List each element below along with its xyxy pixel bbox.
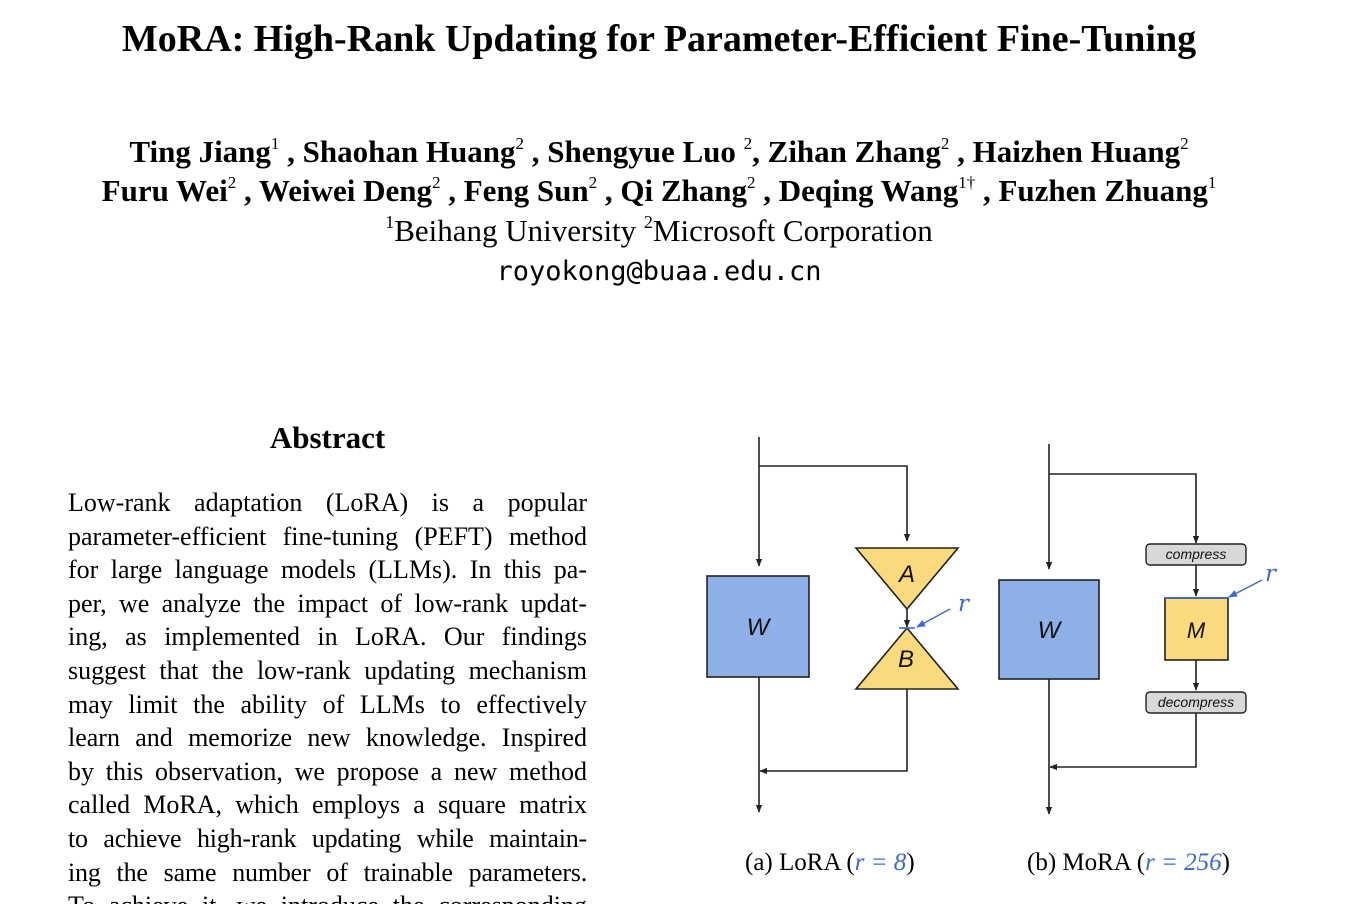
lora-branch-line bbox=[759, 465, 911, 542]
mora-m-label: M bbox=[1187, 618, 1206, 643]
author-affiliation-marker: 2 bbox=[515, 134, 524, 153]
author-affiliation-marker: 1 bbox=[270, 134, 280, 153]
abstract-line: learn and memorize new knowledge. Inspir… bbox=[68, 723, 587, 753]
abstract-line: ing, as implemented in LoRA. Our finding… bbox=[68, 622, 587, 652]
contact-email: royokong@buaa.edu.cn bbox=[496, 256, 822, 287]
mora-rank-label: r bbox=[1265, 561, 1278, 587]
author-name: Deqing Wang bbox=[778, 173, 959, 208]
caption-lora: (a) LoRA (r = 8) bbox=[745, 846, 915, 880]
lora-a-matrix bbox=[854, 547, 960, 611]
abstract-line: parameter-efficient fine-tuning (PEFT) m… bbox=[68, 521, 587, 551]
mora-branch-line bbox=[1049, 473, 1200, 544]
abstract-line: for large language models (LLMs). In thi… bbox=[68, 555, 587, 585]
mora-m-matrix bbox=[1164, 597, 1229, 661]
author-name: Weiwei Deng bbox=[258, 173, 432, 208]
lora-diagram: W A B r bbox=[706, 437, 971, 813]
author-separator: , bbox=[975, 173, 999, 208]
author-separator: , bbox=[752, 134, 768, 169]
lora-rank-label: r bbox=[958, 591, 971, 617]
author-name: Feng Sun bbox=[463, 173, 589, 208]
caption-lora-rank: r = 8 bbox=[854, 849, 907, 876]
mora-rank-pointer bbox=[1228, 579, 1263, 598]
abstract-line: ing the same number of trainable paramet… bbox=[68, 857, 587, 887]
author-separator: , bbox=[949, 134, 973, 169]
abstract-line: suggest that the low-rank updating mecha… bbox=[68, 655, 587, 685]
author-separator: , bbox=[597, 173, 621, 208]
author-separator: , bbox=[440, 173, 464, 208]
mora-merge-line bbox=[1049, 713, 1197, 771]
lora-rank-pointer bbox=[916, 608, 951, 628]
abstract-line: called MoRA, which employs a square matr… bbox=[68, 790, 587, 820]
author-affiliation-marker: 2 bbox=[747, 173, 756, 192]
author-separator: , bbox=[523, 134, 548, 169]
mora-weight-block bbox=[998, 579, 1100, 680]
author-line-1: Ting Jiang1 , Shaohan Huang2 , Shengyue … bbox=[0, 132, 1318, 171]
decompress-label: decompress bbox=[1158, 694, 1234, 710]
affiliation-marker: 1 bbox=[385, 212, 395, 232]
author-separator: , bbox=[279, 134, 303, 169]
author-affiliation-marker: 2 bbox=[431, 173, 441, 192]
caption-mora-rank: r = 256 bbox=[1145, 849, 1222, 876]
author-list: Ting Jiang1 , Shaohan Huang2 , Shengyue … bbox=[0, 132, 1318, 210]
lora-merge-line bbox=[759, 689, 908, 775]
abstract-line: to achieve high-rank updating while main… bbox=[68, 823, 587, 853]
compress-label: compress bbox=[1166, 546, 1227, 562]
author-name: Shaohan Huang bbox=[302, 134, 516, 169]
lora-b-label: B bbox=[898, 646, 914, 673]
caption-lora-suffix: ) bbox=[906, 849, 915, 876]
mora-weight-label: W bbox=[1038, 617, 1063, 644]
author-separator: , bbox=[755, 173, 779, 208]
abstract-line: by this observation, we propose a new me… bbox=[68, 756, 587, 786]
author-name: Shengyue Luo bbox=[547, 134, 744, 169]
affiliation-beihang: Beihang University bbox=[394, 213, 644, 248]
affiliation-marker: 2 bbox=[643, 212, 653, 232]
caption-lora-prefix: (a) LoRA ( bbox=[745, 849, 855, 876]
author-affiliation-marker: 1 bbox=[1207, 173, 1217, 192]
author-name: Ting Jiang bbox=[129, 134, 271, 169]
author-affiliation-marker: 2 bbox=[1180, 134, 1189, 153]
lora-a-label: A bbox=[897, 561, 915, 588]
author-name: Qi Zhang bbox=[620, 173, 748, 208]
abstract-line: Low-rank adaptation (LoRA) is a popular bbox=[68, 488, 587, 517]
affiliations: 1Beihang University 2Microsoft Corporati… bbox=[0, 211, 1318, 251]
abstract-line: To achieve it, we introduce the correspo… bbox=[68, 889, 587, 904]
author-affiliation-marker: 2 bbox=[743, 134, 753, 153]
author-affiliation-marker: 2 bbox=[227, 173, 237, 192]
author-separator: , bbox=[236, 173, 259, 208]
caption-mora-suffix: ) bbox=[1221, 849, 1230, 876]
abstract-heading: Abstract bbox=[269, 420, 386, 455]
affiliation-microsoft: Microsoft Corporation bbox=[652, 213, 933, 248]
mora-diagram: W compress M r decompress bbox=[998, 444, 1278, 815]
author-affiliation-marker: 1† bbox=[958, 173, 976, 192]
author-name: Zihan Zhang bbox=[767, 134, 941, 169]
paper-title: MoRA: High-Rank Updating for Parameter-E… bbox=[121, 18, 1197, 60]
author-affiliation-marker: 2 bbox=[588, 173, 598, 192]
abstract-line: may limit the ability of LLMs to effecti… bbox=[68, 689, 587, 719]
abstract-body: Low-rank adaptation (LoRA) is a popular … bbox=[68, 486, 587, 904]
author-affiliation-marker: 2 bbox=[940, 134, 950, 153]
abstract-line: per, we analyze the impact of low-rank u… bbox=[68, 588, 587, 618]
figure-lora-vs-mora: W A B r W compress M r decompress bbox=[706, 437, 1278, 815]
lora-weight-label: W bbox=[747, 614, 772, 641]
caption-mora: (b) MoRA (r = 256) bbox=[1027, 846, 1230, 880]
author-name: Furu Wei bbox=[101, 173, 228, 208]
caption-mora-prefix: (b) MoRA ( bbox=[1027, 849, 1146, 876]
author-line-2: Furu Wei2 , Weiwei Deng2 , Feng Sun2 , Q… bbox=[0, 171, 1318, 210]
author-name: Fuzhen Zhuang bbox=[998, 173, 1208, 208]
author-name: Haizhen Huang bbox=[972, 134, 1181, 169]
lora-weight-block bbox=[706, 575, 810, 678]
